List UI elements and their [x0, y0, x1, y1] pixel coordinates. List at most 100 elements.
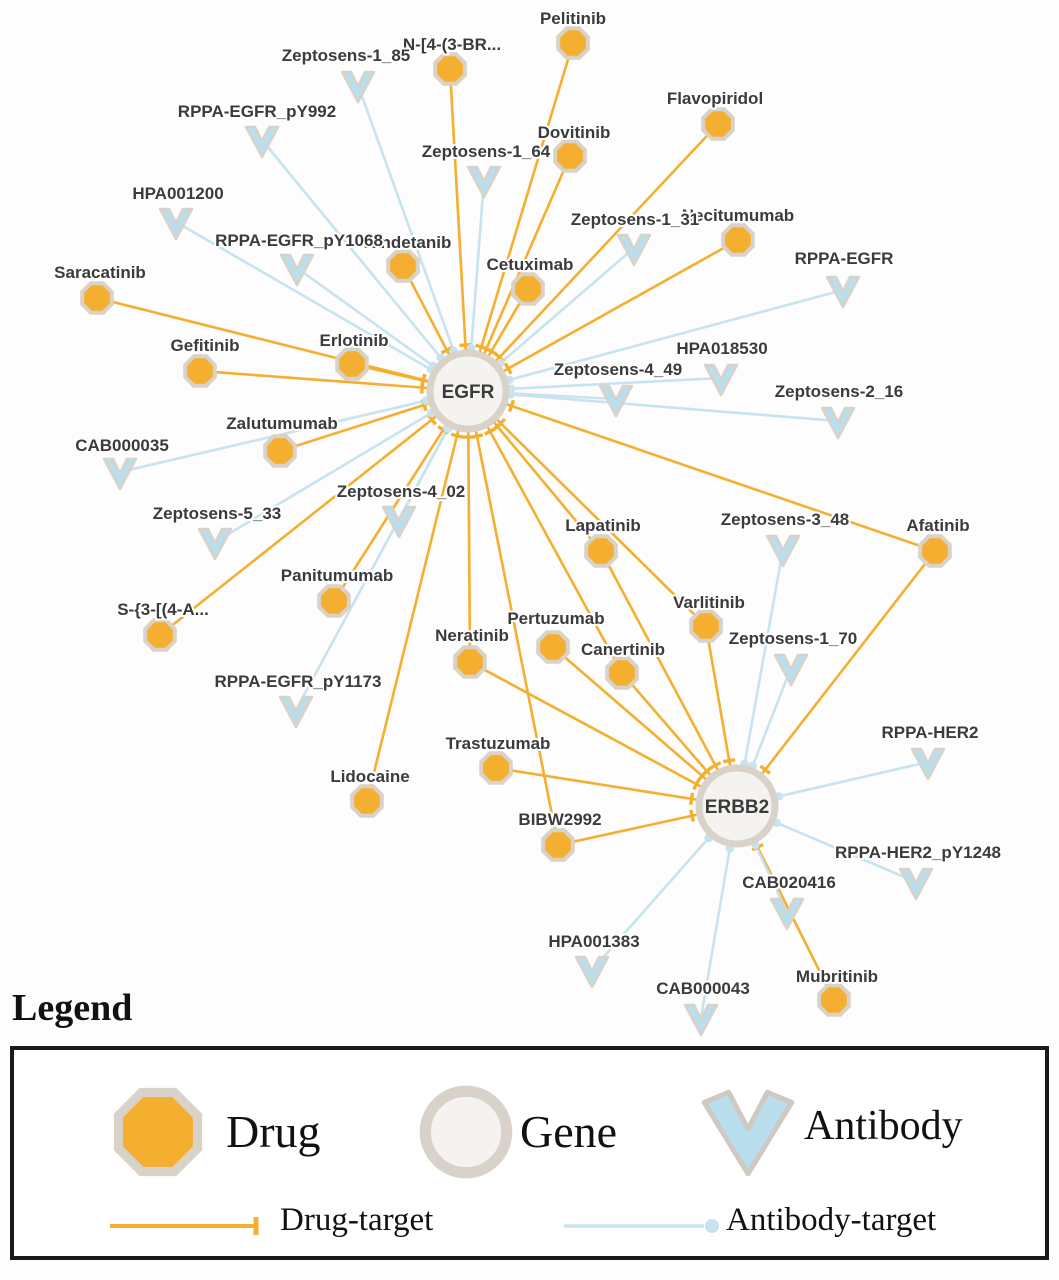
drug-node-lidocaine[interactable]	[350, 784, 384, 818]
drug-shape[interactable]	[701, 107, 735, 141]
drug-node-pertuzumab[interactable]	[536, 630, 570, 664]
antibody-node-zeptosens_1_31[interactable]	[616, 233, 652, 267]
drug-shape[interactable]	[80, 281, 114, 315]
antibody-shape[interactable]	[158, 207, 194, 241]
antibody-node-rppa_her2_py1248[interactable]	[898, 867, 934, 901]
gene-node-egfr[interactable]	[426, 349, 510, 433]
drug-node-gefitinib[interactable]	[183, 354, 217, 388]
drug-node-saracatinib[interactable]	[80, 281, 114, 315]
drug-shape[interactable]	[721, 223, 755, 257]
antibody-node-zeptosens_1_85[interactable]	[340, 70, 376, 104]
drug-node-lapatinib[interactable]	[584, 534, 618, 568]
antibody-shape[interactable]	[278, 695, 314, 729]
antibody-shape[interactable]	[703, 363, 739, 397]
antibody-shape[interactable]	[102, 457, 138, 491]
antibody-shape[interactable]	[197, 527, 233, 561]
drug-shape[interactable]	[453, 645, 487, 679]
antibody-shape[interactable]	[773, 653, 809, 687]
antibody-node-rppa_egfr_py992[interactable]	[244, 125, 280, 159]
antibody-shape[interactable]	[765, 534, 801, 568]
antibody-node-hpa001200[interactable]	[158, 207, 194, 241]
antibody-shape[interactable]	[898, 867, 934, 901]
drug-node-zalutumumab[interactable]	[263, 434, 297, 468]
drug-shape[interactable]	[433, 52, 467, 86]
drug-shape[interactable]	[335, 347, 369, 381]
antibody-target-edge	[467, 288, 844, 393]
antibody-node-zeptosens_4_02[interactable]	[381, 505, 417, 539]
drug-shape[interactable]	[386, 249, 420, 283]
drug-node-canertinib[interactable]	[605, 656, 639, 690]
antibody-shape[interactable]	[820, 406, 856, 440]
drug-node-panitumumab[interactable]	[317, 584, 351, 618]
drug-target-edge	[735, 550, 937, 807]
antibody-shape[interactable]	[574, 955, 610, 989]
drug-shape[interactable]	[536, 630, 570, 664]
drug-shape[interactable]	[584, 534, 618, 568]
drug-target-tee	[759, 764, 771, 775]
drug-node-varlitinib[interactable]	[689, 609, 723, 643]
drug-node-n4_3br[interactable]	[433, 52, 467, 86]
antibody-node-zeptosens_5_33[interactable]	[197, 527, 233, 561]
legend-antibody-target-item	[562, 1214, 724, 1243]
antibody-shape[interactable]	[616, 233, 652, 267]
antibody-shape[interactable]	[279, 253, 315, 287]
drug-shape[interactable]	[350, 784, 384, 818]
drug-shape[interactable]	[817, 983, 851, 1017]
gene-shape[interactable]	[426, 349, 510, 433]
gene-node-erbb2[interactable]	[695, 764, 779, 848]
drug-node-erlotinib[interactable]	[335, 347, 369, 381]
antibody-node-zeptosens_3_48[interactable]	[765, 534, 801, 568]
antibody-node-zeptosens_1_64[interactable]	[466, 165, 502, 199]
antibody-shape[interactable]	[598, 384, 634, 418]
antibody-node-hpa018530[interactable]	[703, 363, 739, 397]
drug-node-dovitinib[interactable]	[553, 139, 587, 173]
drug-node-neratinib[interactable]	[453, 645, 487, 679]
antibody-shape[interactable]	[769, 897, 805, 931]
drug-target-edge-icon	[110, 1217, 259, 1235]
antibody-node-rppa_egfr[interactable]	[825, 275, 861, 309]
drug-node-necitumumab[interactable]	[721, 223, 755, 257]
antibody-shape[interactable]	[466, 165, 502, 199]
drug-shape[interactable]	[605, 656, 639, 690]
antibody-shape[interactable]	[381, 505, 417, 539]
antibody-node-cab020416[interactable]	[769, 897, 805, 931]
antibody-node-rppa_egfr_py1068[interactable]	[279, 253, 315, 287]
drug-shape[interactable]	[553, 139, 587, 173]
antibody-node-cab000035[interactable]	[102, 457, 138, 491]
antibody-shape[interactable]	[683, 1003, 719, 1037]
antibody-node-cab000043[interactable]	[683, 1003, 719, 1037]
antibody-node-rppa_her2[interactable]	[910, 747, 946, 781]
drug-node-mubritinib[interactable]	[817, 983, 851, 1017]
antibody-node-zeptosens_1_70[interactable]	[773, 653, 809, 687]
drug-shape[interactable]	[317, 584, 351, 618]
drug-target-tee	[507, 399, 516, 413]
antibody-node-zeptosens_2_16[interactable]	[820, 406, 856, 440]
drug-target-edge	[467, 238, 739, 393]
drug-shape[interactable]	[689, 609, 723, 643]
drug-node-vandetanib[interactable]	[386, 249, 420, 283]
drug-shape[interactable]	[263, 434, 297, 468]
drug-shape[interactable]	[511, 272, 545, 306]
drug-shape[interactable]	[479, 751, 513, 785]
drug-node-flavopiridol[interactable]	[701, 107, 735, 141]
drug-node-cetuximab[interactable]	[511, 272, 545, 306]
antibody-node-hpa001383[interactable]	[574, 955, 610, 989]
drug-shape[interactable]	[556, 26, 590, 60]
antibody-shape[interactable]	[825, 275, 861, 309]
drug-shape[interactable]	[183, 354, 217, 388]
drug-shape[interactable]	[541, 828, 575, 862]
antibody-shape[interactable]	[340, 70, 376, 104]
drug-shape[interactable]	[143, 618, 177, 652]
antibody-node-rppa_egfr_py1173[interactable]	[278, 695, 314, 729]
gene-shape[interactable]	[695, 764, 779, 848]
antibody-shape[interactable]	[910, 747, 946, 781]
antibody-shape[interactable]	[244, 125, 280, 159]
drug-node-pelitinib[interactable]	[556, 26, 590, 60]
antibody-node-zeptosens_4_49[interactable]	[598, 384, 634, 418]
drug-node-afatinib[interactable]	[918, 534, 952, 568]
drug-node-s3_4a[interactable]	[143, 618, 177, 652]
drug-node-bibw2992[interactable]	[541, 828, 575, 862]
drug-node-trastuzumab[interactable]	[479, 751, 513, 785]
drug-shape[interactable]	[918, 534, 952, 568]
